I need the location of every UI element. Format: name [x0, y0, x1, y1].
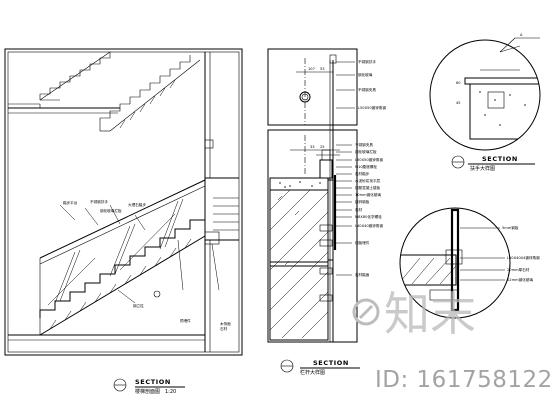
lower-note-1: 5mm钢板	[502, 225, 519, 230]
main-flight-hatch	[49, 238, 192, 330]
stair-section-subtitle: 楼梯剖面图	[135, 388, 160, 395]
railing-lower-note-14: 石材踏面	[355, 272, 370, 277]
railing-lower-note-7: 钢筋混凝土楼板	[355, 185, 381, 190]
lower-detail-leaders	[460, 227, 505, 281]
stair-section-scale: 1:20	[165, 389, 176, 395]
railing-lower-note-4: M10膨胀螺栓	[355, 164, 377, 169]
railing-lower-note-10: 石材	[355, 207, 363, 212]
steel-angle	[327, 179, 334, 261]
upper-steel-plate	[464, 77, 540, 85]
railing-detail-bottom-frame	[267, 129, 358, 343]
stair-section-frame	[4, 48, 243, 356]
upper-dim-1: 60	[456, 81, 461, 85]
watermark-logo-icon	[352, 298, 380, 326]
middle-flight-hatch	[119, 79, 176, 129]
railing-lower-note-2: 钢化玻璃栏板	[355, 149, 377, 154]
railing-detail-panel: 107 53 不锈钢扶手 钢化玻璃 不锈钢夹具 L50X50镀锌角钢 33 25	[267, 48, 386, 376]
tread-stipple	[279, 181, 321, 188]
concrete-slab	[269, 189, 329, 341]
lower-note-2: L40X40X4镀锌角钢	[507, 255, 540, 260]
railing-lower-note-12: L40X40镀锌角钢	[355, 223, 383, 228]
middle-flight-steps	[99, 55, 191, 125]
glass-panel-reflection	[47, 198, 184, 306]
railing-detail-top-frame	[267, 48, 358, 126]
concrete-hatch	[269, 189, 329, 339]
railing-upper-note-3: 不锈钢夹具	[358, 87, 376, 92]
stair-note-6: 预埋件	[180, 318, 191, 323]
railing-dim-4: 25	[320, 145, 325, 149]
railing-upper-note-4: L50X50镀锌角钢	[358, 105, 386, 110]
upper-stone-block	[469, 83, 540, 140]
lower-note-4: 12mm钢化玻璃	[507, 277, 533, 282]
stair-note-4: 大理石踏步	[128, 202, 146, 207]
railing-dim-1: 107	[308, 67, 315, 71]
handrail-detail-panel: A 60 45 SECTION 扶手大样图	[399, 33, 541, 319]
landing-edge-block	[204, 231, 220, 245]
stair-note-5: 钢立柱	[133, 303, 144, 308]
handrail-top	[39, 179, 206, 259]
watermark-id: ID: 161758122	[375, 367, 553, 393]
railing-lower-note-8: 10mm钢化玻璃	[355, 192, 381, 197]
railing-lower-note-5: 石材踏步	[355, 171, 370, 176]
stair-note-7: 木饰面	[220, 321, 231, 326]
upper-dim-2: 45	[456, 101, 461, 105]
stair-note-2: 不锈钢扶手	[90, 199, 108, 204]
railing-upper-note-2: 钢化玻璃	[358, 72, 373, 77]
railing-dim-3: 33	[310, 145, 315, 149]
railing-detail-tread	[269, 177, 329, 191]
railing-lower-note-13: 钢板埋件	[355, 240, 370, 245]
handrail-detail-title: SECTION	[482, 155, 518, 163]
right-callout-label: A	[520, 33, 523, 37]
stair-section-panel: 踏步平台 不锈钢扶手 钢化玻璃栏板 大理石踏步 钢立柱 预埋件 木饰面 石材 S…	[4, 48, 243, 395]
lower-stone-block	[400, 254, 457, 286]
railing-lower-note-11: M8X80化学螺栓	[355, 214, 382, 219]
main-flight-soffit	[39, 235, 206, 336]
section-cut-marker	[153, 290, 161, 298]
stair-note-3: 钢化玻璃栏板	[100, 208, 122, 213]
lower-glass-edge	[450, 208, 460, 312]
railing-dim-2: 53	[320, 67, 325, 71]
stair-note-8: 石材	[220, 326, 228, 331]
handrail-detail-subtitle: 扶手大样图	[470, 165, 495, 172]
detail-circle-upper	[429, 39, 541, 151]
railing-upper-note-1: 不锈钢扶手	[358, 59, 376, 64]
stair-note-leaders	[59, 204, 220, 304]
railing-upper-leaders	[336, 61, 355, 109]
stair-section-title: SECTION	[135, 378, 171, 386]
railing-lower-leaders	[336, 144, 352, 276]
railing-lower-note-1: 不锈钢夹具	[355, 142, 373, 147]
main-flight-steps	[39, 219, 205, 318]
railing-lower-note-3: L50X50镀锌角钢	[355, 157, 383, 162]
stair-note-1: 踏步平台	[63, 200, 78, 205]
stair-section-inner-frame	[7, 51, 240, 353]
watermark-brand: 知末	[384, 287, 476, 341]
railing-detail-title: SECTION	[313, 359, 349, 367]
railing-lower-note-9: 镀锌钢板	[355, 199, 370, 204]
railing-lower-note-6: 水泥砂浆找平层	[355, 178, 381, 183]
watermark: 知末 ID: 161758122	[352, 287, 553, 393]
lower-note-3: 20mm厚石材	[507, 267, 530, 272]
detail-circle-lower	[399, 207, 511, 319]
wall-bracket	[204, 139, 214, 149]
railing-detail-subtitle: 栏杆大样图	[300, 369, 325, 376]
